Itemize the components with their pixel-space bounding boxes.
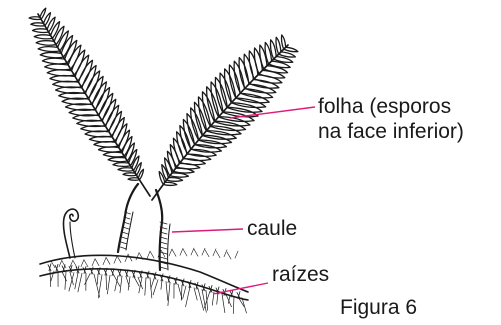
fern-drawing: [29, 8, 298, 313]
root-hair: [84, 259, 95, 267]
pinna: [31, 23, 45, 26]
pinna: [36, 41, 56, 46]
frond-left: [29, 8, 150, 196]
stem-scale: [121, 242, 127, 244]
root: [183, 286, 186, 298]
pinna: [51, 22, 60, 39]
pinna: [123, 173, 137, 176]
root-hair: [216, 250, 227, 258]
root-hair: [194, 248, 205, 256]
root: [186, 287, 190, 307]
root-hair: [106, 256, 117, 264]
rhizome-bottom-edge: [40, 269, 248, 300]
root: [70, 272, 73, 285]
stem-scale: [160, 267, 167, 269]
leader-caule: [172, 229, 243, 232]
stem-scale: [122, 232, 128, 234]
root: [75, 273, 78, 289]
label-folha-line2: na face inferior): [318, 120, 464, 144]
root: [168, 282, 170, 305]
root: [106, 275, 107, 290]
stem-scale: [160, 247, 167, 249]
fiddlehead-edge: [70, 222, 75, 258]
root: [145, 278, 146, 296]
pinna: [45, 64, 71, 70]
pinna: [249, 51, 258, 79]
pinna: [29, 17, 41, 20]
root: [69, 273, 74, 292]
stem-scale: [120, 247, 126, 249]
stem-scale: [122, 237, 128, 239]
roots: [50, 248, 246, 313]
pinna: [42, 58, 67, 64]
root: [222, 294, 225, 313]
label-folha-line1: folha (esporos: [318, 95, 451, 119]
root: [97, 274, 98, 284]
pinna: [118, 168, 133, 171]
root-hair: [172, 248, 183, 256]
root: [151, 279, 154, 289]
root: [78, 273, 82, 292]
fiddlehead: [63, 209, 78, 258]
root: [107, 275, 110, 294]
root: [85, 274, 90, 285]
figure-caption: Figura 6: [340, 296, 417, 320]
label-caule: caule: [247, 217, 297, 241]
rhizome-hatch: [48, 264, 51, 271]
root-hair: [205, 249, 216, 257]
leader-raizes: [213, 283, 268, 294]
root-hair: [183, 248, 194, 256]
root: [166, 281, 168, 300]
pinna: [38, 47, 60, 52]
root: [120, 276, 122, 293]
pinna: [108, 157, 127, 161]
rhizome-hatch: [90, 267, 93, 274]
label-raizes: raízes: [272, 263, 329, 287]
pinna: [281, 35, 285, 49]
root: [194, 288, 197, 300]
root-hair: [227, 251, 238, 259]
root-hair: [95, 258, 106, 266]
rhizome-hatch: [188, 281, 191, 288]
pinna: [99, 147, 122, 152]
stem-right: [156, 190, 162, 270]
root: [153, 280, 158, 295]
root: [98, 275, 102, 298]
pinna: [128, 178, 139, 181]
pinna: [103, 152, 124, 157]
pinna: [40, 52, 63, 57]
rhizome-hatch: [55, 264, 58, 271]
stem-scale: [160, 252, 167, 254]
root: [65, 272, 66, 289]
root: [202, 289, 206, 312]
rhizome-hatch: [181, 279, 184, 286]
pinna: [167, 178, 183, 182]
pinna: [54, 26, 64, 44]
root: [161, 281, 162, 290]
pinna: [113, 163, 130, 167]
pinna: [33, 29, 49, 33]
rhizome-hatch: [146, 271, 149, 278]
rhizome-hatch: [153, 272, 156, 279]
pinna: [34, 35, 52, 39]
root: [233, 296, 234, 313]
frond-right: [152, 35, 298, 200]
root: [217, 293, 218, 304]
rhizome-top-edge: [40, 255, 248, 292]
pinna: [163, 182, 177, 185]
stem-scale: [160, 257, 167, 259]
